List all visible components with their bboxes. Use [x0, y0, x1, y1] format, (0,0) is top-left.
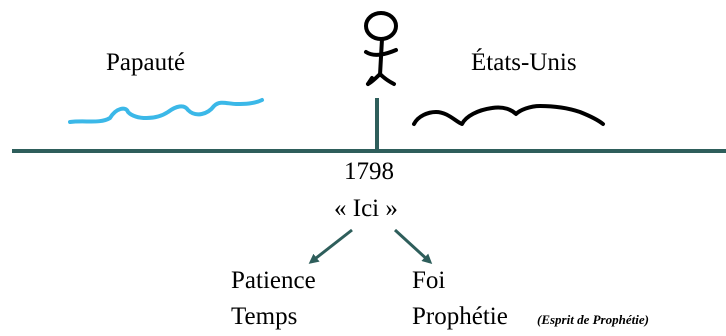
year-label: 1798 [344, 158, 394, 185]
here-label: « Ici » [334, 195, 398, 222]
papacy-wave [68, 98, 264, 124]
arrow-down-right-icon [393, 228, 433, 265]
usa-label: États-Unis [471, 49, 577, 76]
arrow-down-left-icon [308, 228, 353, 264]
faith-label: Foi [412, 267, 446, 294]
usa-wave [412, 104, 605, 126]
papacy-label: Papauté [106, 49, 186, 76]
prophecy-label: Prophétie [412, 303, 508, 330]
patience-label: Patience [231, 267, 316, 294]
stick-figure-icon [364, 11, 398, 86]
time-label: Temps [231, 303, 298, 330]
spirit-of-prophecy-note: (Esprit de Prophétie) [537, 312, 649, 327]
